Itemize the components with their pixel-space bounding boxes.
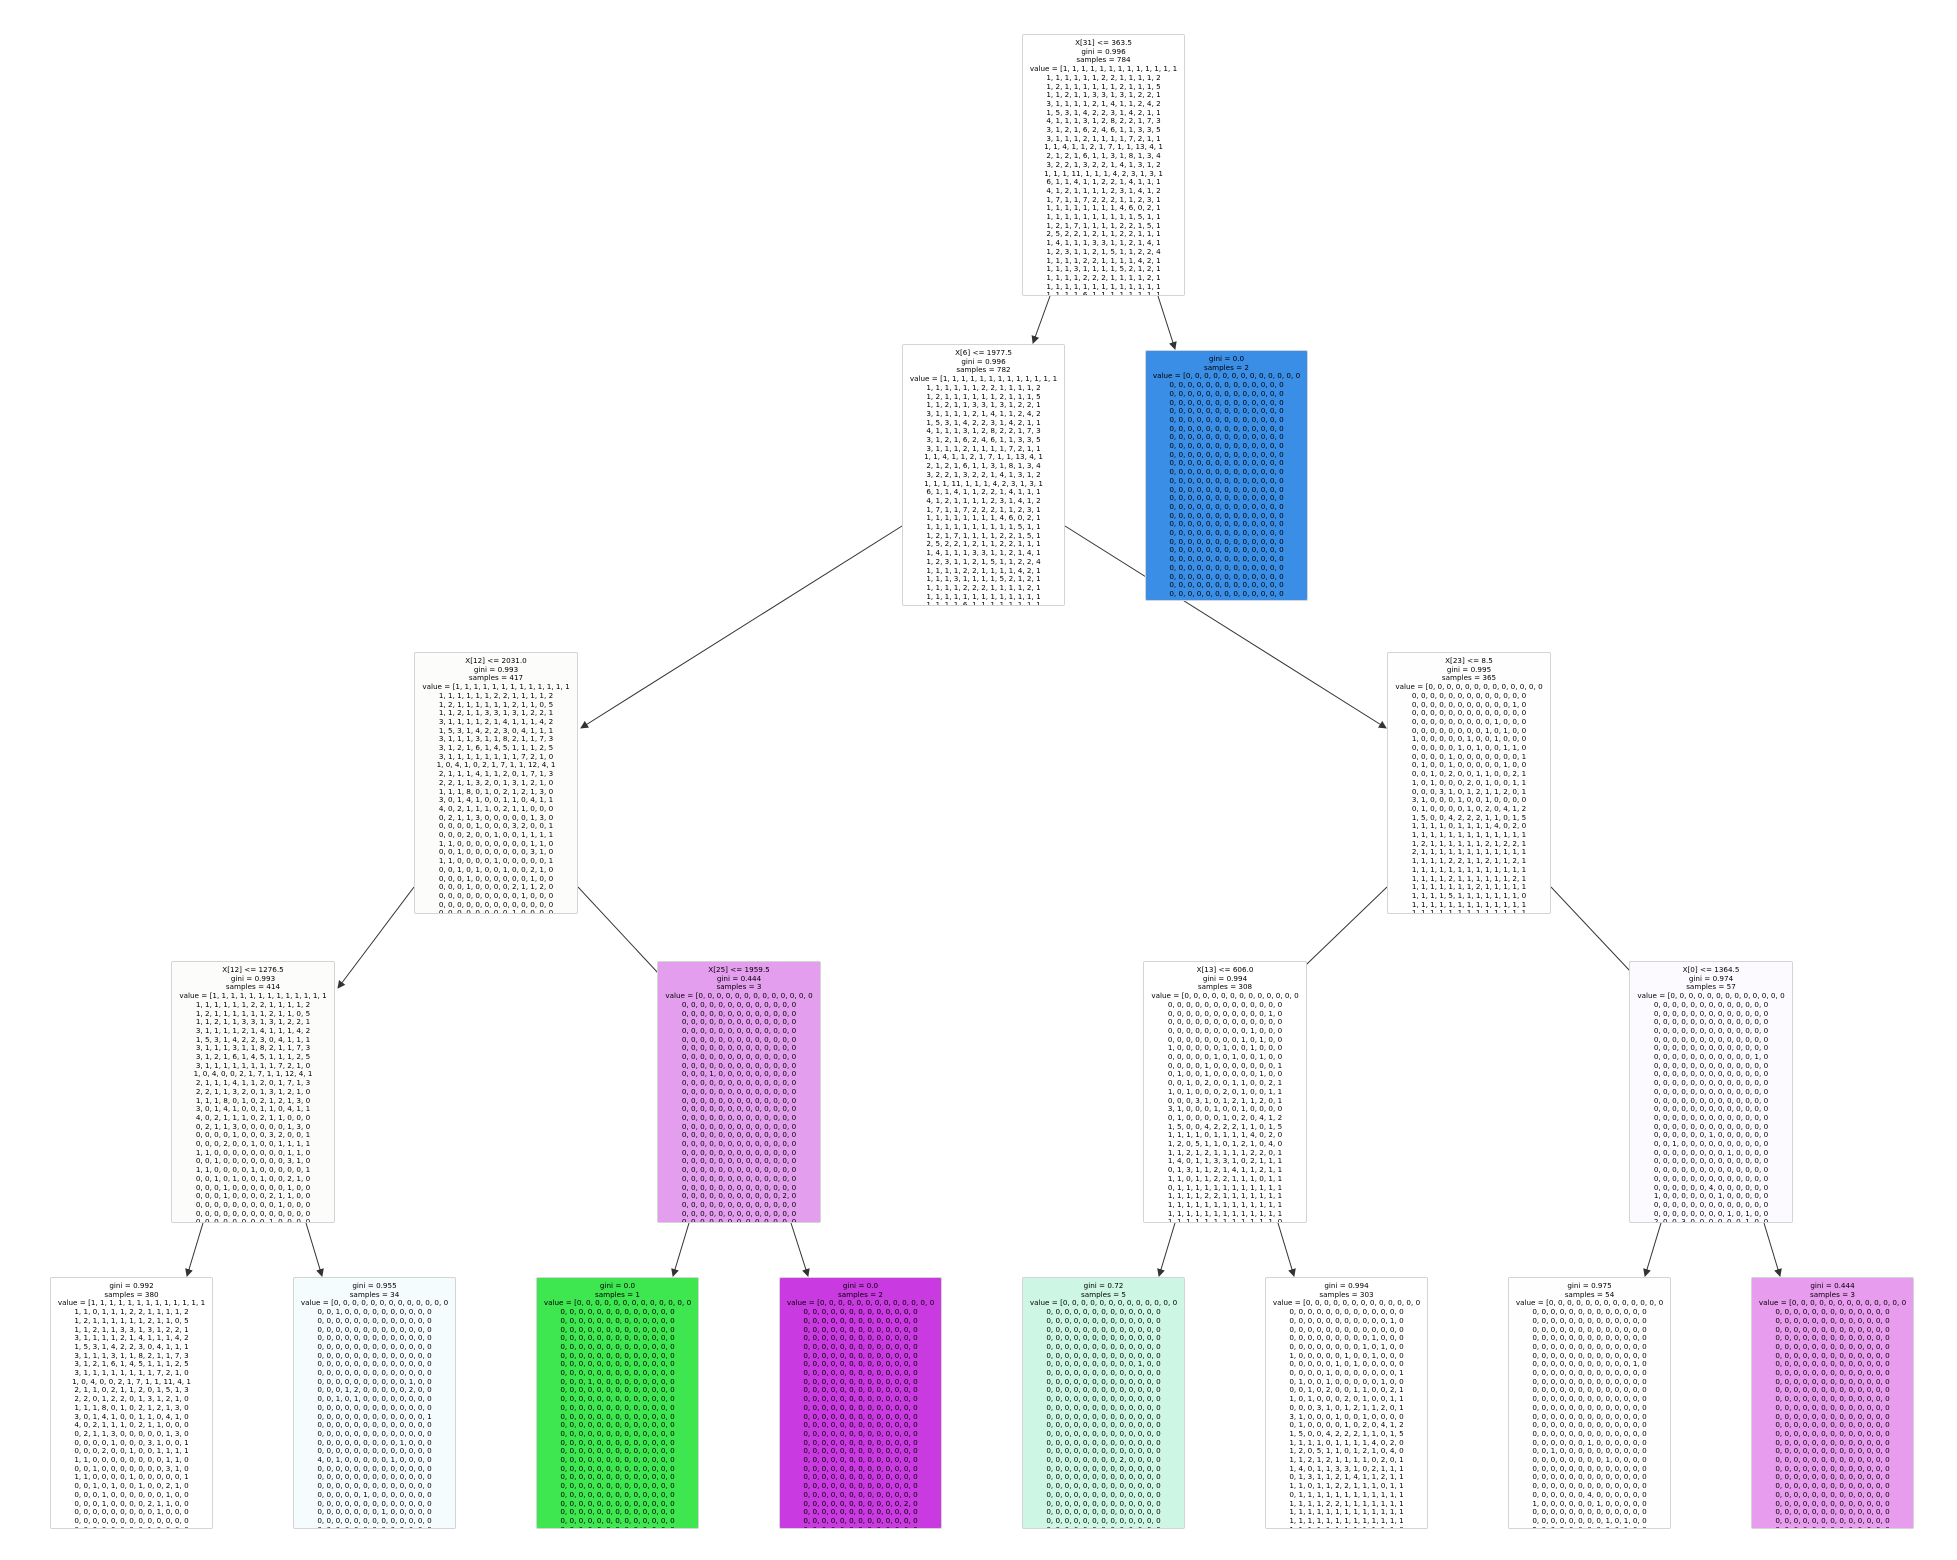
- node-samples: samples = 308: [1197, 982, 1253, 992]
- node-samples: samples = 414: [225, 982, 281, 992]
- node-value: value = [0, 0, 0, 0, 0, 0, 0, 0, 0, 0, 0…: [1758, 1298, 1907, 1528]
- edge-n6-l4: [790, 1222, 810, 1277]
- node-samples: samples = 3: [716, 982, 762, 992]
- tree-node-n7: X[13] <= 606.0 gini = 0.994 samples = 30…: [1143, 961, 1307, 1223]
- node-gini: gini = 0.996: [1081, 46, 1126, 56]
- node-gini: gini = 0.974: [1688, 973, 1734, 983]
- node-split: X[6] <= 1977.5: [955, 348, 1012, 357]
- node-split: X[25] <= 1959.5: [708, 965, 770, 974]
- tree-node-n4: X[23] <= 8.5 gini = 0.995 samples = 365 …: [1387, 652, 1551, 914]
- node-samples: samples = 54: [1564, 1289, 1615, 1299]
- node-gini: gini = 0.955: [352, 1281, 397, 1290]
- tree-leaf-5: gini = 0.72 samples = 5 value = [0, 0, 0…: [1022, 1277, 1185, 1529]
- node-samples: samples = 417: [468, 673, 524, 683]
- node-split: X[23] <= 8.5: [1445, 656, 1493, 665]
- edge-n7-l6: [1277, 1222, 1296, 1277]
- node-value: value = [1, 1, 1, 1, 1, 1, 1, 1, 1, 1, 1…: [1029, 64, 1178, 296]
- tree-node-n6: X[25] <= 1959.5 gini = 0.444 samples = 3…: [657, 961, 821, 1223]
- tree-leaf-8: gini = 0.444 samples = 3 value = [0, 0, …: [1751, 1277, 1914, 1529]
- node-samples: samples = 2: [837, 1289, 884, 1299]
- node-gini: gini = 0.72: [1083, 1281, 1124, 1290]
- node-gini: gini = 0.994: [1324, 1281, 1369, 1290]
- node-value: value = [0, 0, 0, 0, 0, 0, 0, 0, 0, 0, 0…: [1152, 371, 1301, 600]
- tree-leaf-1: gini = 0.992 samples = 380 value = [1, 1…: [50, 1277, 213, 1529]
- node-split: X[31] <= 363.5: [1075, 38, 1132, 47]
- node-value: value = [0, 0, 0, 0, 0, 0, 0, 0, 0, 0, 0…: [1515, 1298, 1664, 1528]
- node-gini: gini = 0.444: [716, 973, 762, 983]
- node-split: X[12] <= 1276.5: [222, 965, 284, 974]
- edge-n8-l8: [1763, 1222, 1782, 1277]
- node-samples: samples = 3: [1809, 1289, 1856, 1299]
- tree-leaf-4: gini = 0.0 samples = 2 value = [0, 0, 0,…: [779, 1277, 942, 1529]
- node-value: value = [0, 0, 0, 0, 0, 0, 0, 0, 0, 0, 0…: [665, 991, 813, 1223]
- node-value: value = [0, 0, 0, 0, 0, 0, 0, 0, 0, 0, 0…: [1029, 1298, 1178, 1528]
- edge-n3-n5: [337, 886, 415, 989]
- node-value: value = [0, 0, 0, 0, 0, 0, 0, 0, 0, 0, 0…: [543, 1298, 692, 1528]
- node-gini: gini = 0.993: [230, 973, 276, 983]
- node-samples: samples = 365: [1441, 673, 1497, 683]
- node-value: value = [0, 0, 0, 0, 0, 0, 0, 0, 0, 0, 0…: [300, 1298, 449, 1528]
- tree-node-n1: X[6] <= 1977.5 gini = 0.996 samples = 78…: [902, 344, 1065, 606]
- tree-node-n5: X[12] <= 1276.5 gini = 0.993 samples = 4…: [171, 961, 335, 1223]
- node-samples: samples = 34: [349, 1289, 400, 1299]
- tree-node-root: X[31] <= 363.5 gini = 0.996 samples = 78…: [1022, 34, 1185, 296]
- node-value: value = [1, 1, 1, 1, 1, 1, 1, 1, 1, 1, 1…: [422, 682, 570, 914]
- edge-root-n2: [1157, 295, 1177, 350]
- node-samples: samples = 380: [104, 1289, 159, 1299]
- node-value: value = [1, 1, 1, 1, 1, 1, 1, 1, 1, 1, 1…: [179, 991, 327, 1223]
- node-samples: samples = 5: [1080, 1289, 1127, 1299]
- tree-node-n3: X[12] <= 2031.0 gini = 0.993 samples = 4…: [414, 652, 578, 914]
- node-gini: gini = 0.444: [1810, 1281, 1855, 1290]
- edge-n8-l7: [1643, 1222, 1662, 1277]
- node-split: X[12] <= 2031.0: [465, 656, 527, 665]
- node-split: X[0] <= 1364.5: [1682, 965, 1740, 974]
- node-samples: samples = 1: [594, 1289, 641, 1299]
- tree-leaf-7: gini = 0.975 samples = 54 value = [0, 0,…: [1508, 1277, 1671, 1529]
- node-samples: samples = 2: [1203, 362, 1250, 372]
- node-gini: gini = 0.0: [1208, 354, 1245, 363]
- node-value: value = [0, 0, 0, 0, 0, 0, 0, 0, 0, 0, 0…: [1272, 1298, 1421, 1528]
- node-gini: gini = 0.0: [599, 1281, 636, 1290]
- node-gini: gini = 0.995: [1446, 664, 1492, 674]
- edge-n5-l1: [185, 1222, 204, 1277]
- edge-n6-l3: [671, 1222, 690, 1277]
- tree-leaf-3: gini = 0.0 samples = 1 value = [0, 0, 0,…: [536, 1277, 699, 1529]
- node-gini: gini = 0.993: [473, 664, 519, 674]
- node-value: value = [0, 0, 0, 0, 0, 0, 0, 0, 0, 0, 0…: [1151, 991, 1299, 1223]
- node-gini: gini = 0.996: [961, 356, 1006, 366]
- node-gini: gini = 0.0: [842, 1281, 879, 1290]
- node-samples: samples = 57: [1686, 982, 1736, 992]
- edge-n1-n4: [1064, 525, 1387, 729]
- node-samples: samples = 782: [956, 365, 1011, 375]
- tree-leaf-6: gini = 0.994 samples = 303 value = [0, 0…: [1265, 1277, 1428, 1529]
- node-gini: gini = 0.994: [1202, 973, 1248, 983]
- edge-n7-l5: [1157, 1222, 1176, 1277]
- tree-leaf-2: gini = 0.955 samples = 34 value = [0, 0,…: [293, 1277, 456, 1529]
- edge-n5-l2: [305, 1222, 324, 1277]
- node-value: value = [0, 0, 0, 0, 0, 0, 0, 0, 0, 0, 0…: [1395, 682, 1543, 914]
- node-value: value = [1, 1, 1, 1, 1, 1, 1, 1, 1, 1, 1…: [57, 1298, 206, 1528]
- node-value: value = [0, 0, 0, 0, 0, 0, 0, 0, 0, 0, 0…: [1637, 991, 1785, 1223]
- edge-n1-n3: [580, 525, 903, 729]
- edge-n3-n6: [577, 886, 673, 989]
- node-gini: gini = 0.975: [1567, 1281, 1612, 1290]
- node-samples: samples = 303: [1319, 1289, 1374, 1299]
- node-split: X[13] <= 606.0: [1196, 965, 1254, 974]
- tree-node-n2: gini = 0.0 samples = 2 value = [0, 0, 0,…: [1145, 350, 1308, 601]
- node-samples: samples = 784: [1076, 55, 1131, 65]
- node-value: value = [1, 1, 1, 1, 1, 1, 1, 1, 1, 1, 1…: [909, 374, 1058, 606]
- node-value: value = [0, 0, 0, 0, 0, 0, 0, 0, 0, 0, 0…: [786, 1298, 935, 1528]
- tree-node-n8: X[0] <= 1364.5 gini = 0.974 samples = 57…: [1629, 961, 1793, 1223]
- edge-root-n1: [1031, 295, 1051, 344]
- node-gini: gini = 0.992: [109, 1281, 154, 1290]
